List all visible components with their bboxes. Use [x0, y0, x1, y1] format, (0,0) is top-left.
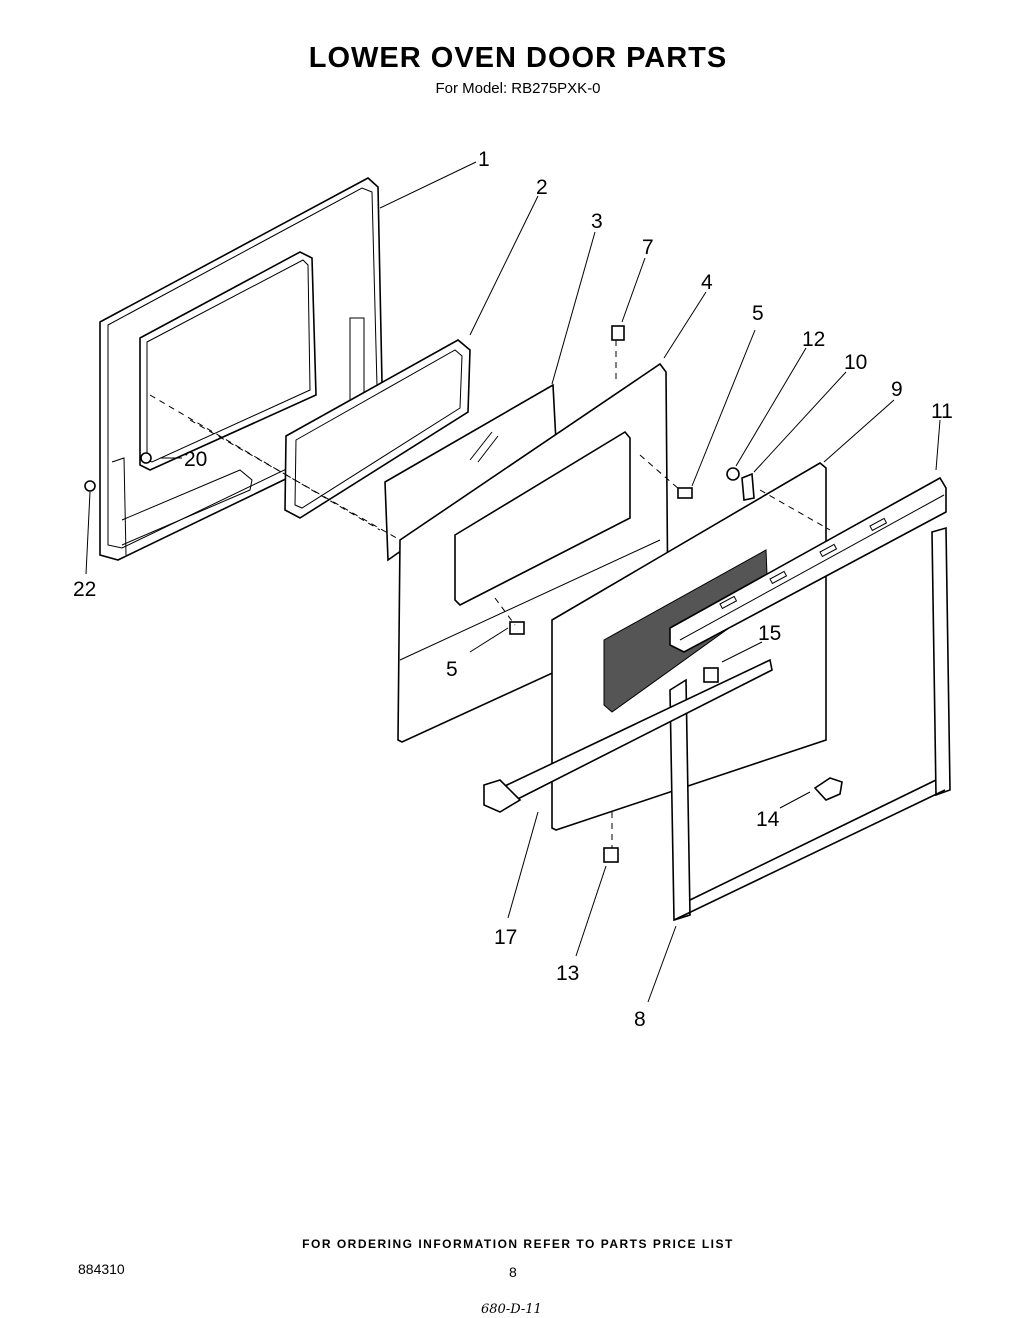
callout-15: 15 — [758, 622, 781, 645]
handwritten-note: 680-D-11 — [481, 1302, 542, 1317]
part-2-gasket — [284, 339, 471, 519]
callout-1: 1 — [478, 148, 490, 171]
callout-17: 17 — [494, 926, 517, 949]
part-8-door-frame — [669, 526, 951, 922]
callout-10: 10 — [844, 351, 867, 374]
part-14-latch — [813, 777, 843, 801]
callout-14: 14 — [756, 808, 780, 831]
part-15-clip — [703, 667, 719, 683]
callout-3: 3 — [591, 210, 603, 233]
callout-13: 13 — [556, 962, 579, 985]
callout-20: 20 — [184, 448, 207, 471]
callout-9: 9 — [891, 378, 903, 401]
callout-5-upper: 5 — [752, 302, 764, 325]
part-11-handle-trim — [669, 476, 947, 653]
callout-11: 11 — [931, 400, 953, 423]
ordering-note: FOR ORDERING INFORMATION REFER TO PARTS … — [302, 1237, 734, 1251]
part-17-bottom-rail — [483, 658, 773, 813]
part-12-screw — [726, 467, 740, 481]
page-number: 8 — [509, 1264, 517, 1280]
model-subtitle: For Model: RB275PXK-0 — [435, 80, 601, 97]
callout-7: 7 — [642, 236, 654, 259]
part-1-inner-door-panel — [99, 177, 384, 561]
document-number: 884310 — [78, 1261, 125, 1277]
part-20-screw — [140, 452, 152, 464]
callout-8: 8 — [634, 1008, 646, 1031]
callout-2: 2 — [536, 176, 548, 199]
part-13-bumper — [603, 847, 619, 863]
callout-4: 4 — [701, 271, 713, 294]
part-10-bracket — [741, 472, 755, 501]
part-7-clip — [611, 325, 625, 341]
part-5-clip-upper — [677, 487, 693, 499]
part-5-clip-lower — [509, 621, 525, 635]
callout-5-lower: 5 — [446, 658, 458, 681]
callout-22: 22 — [73, 578, 96, 601]
part-22-nut — [84, 480, 96, 492]
page-title: LOWER OVEN DOOR PARTS — [308, 42, 728, 74]
callout-12: 12 — [802, 328, 825, 351]
